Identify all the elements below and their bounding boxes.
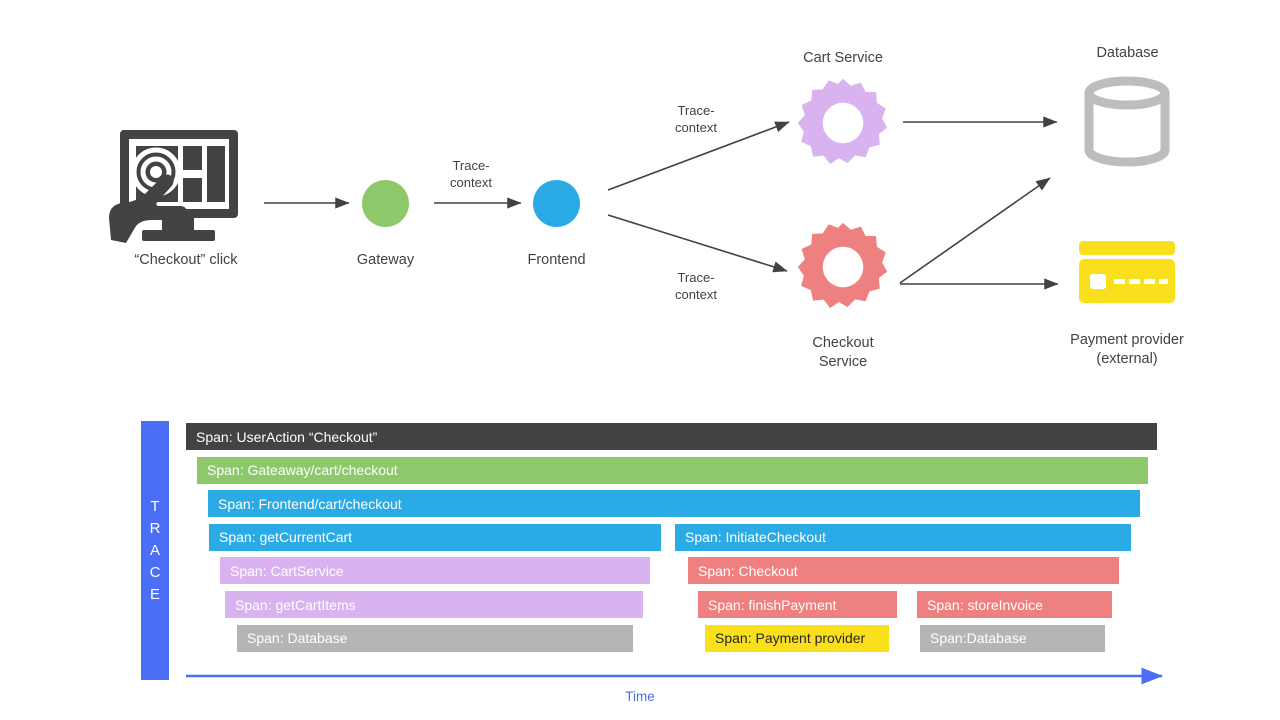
gear-icon-cart-service (797, 78, 888, 164)
span-database-right[interactable]: Span:Database (920, 624, 1105, 652)
span-finishpayment[interactable]: Span: finishPayment (698, 591, 897, 618)
edge-checkout-to-database (899, 177, 1051, 284)
trace-rail-letter-t: T (150, 497, 160, 515)
span-useraction[interactable]: Span: UserAction “Checkout” (186, 423, 1157, 450)
span-getcurrentcart[interactable]: Span: getCurrentCart (209, 523, 661, 551)
span-cartservice[interactable]: Span: CartService (220, 557, 650, 585)
node-label-payment-provider: Payment provider (external) (1070, 332, 1184, 367)
gear-icon-checkout-service (797, 222, 888, 308)
edge-label-frontend-to-checkout: Trace- context (675, 270, 717, 302)
span-gateway[interactable]: Span: Gateaway/cart/checkout (197, 456, 1148, 484)
monitor-touch-icon (109, 130, 238, 243)
span-database-left[interactable]: Span: Database (237, 624, 633, 652)
node-label-gateway: Gateway (356, 252, 415, 268)
span-initiatecheckout[interactable]: Span: InitiateCheckout (675, 523, 1131, 551)
node-label-user-click: “Checkout” click (134, 252, 238, 268)
trace-rail-label: T R A C E (141, 421, 169, 680)
time-axis-label: Time (625, 689, 655, 704)
node-label-cart-service: Cart Service (803, 50, 883, 66)
trace-rail-letter-r: R (149, 519, 161, 537)
span-frontend[interactable]: Span: Frontend/cart/checkout (208, 490, 1140, 518)
trace-rail-letter-a: A (149, 541, 160, 559)
edge-label-frontend-to-cart: Trace- context (675, 103, 717, 135)
span-checkout[interactable]: Span: Checkout (688, 557, 1119, 585)
span-storeinvoice[interactable]: Span: storeInvoice (917, 591, 1112, 618)
span-getcartitems[interactable]: Span: getCartItems (225, 591, 643, 618)
time-axis (186, 667, 1163, 685)
trace-rail-letter-c: C (149, 563, 161, 581)
edge-label-gateway-to-frontend: Trace- context (450, 158, 492, 190)
span-payment-provider[interactable]: Span: Payment provider (705, 624, 889, 652)
trace-waterfall-section: T R A C E Span: UserAction “Checkout” Spa… (0, 404, 1280, 720)
node-label-database: Database (1096, 45, 1159, 61)
node-label-frontend: Frontend (527, 252, 586, 268)
edge-frontend-to-checkout (607, 214, 788, 273)
node-label-checkout-service: Checkout Service (812, 335, 874, 370)
circle-node-icon-gateway (362, 180, 409, 227)
credit-card-icon (1079, 241, 1175, 303)
database-cylinder-icon (1084, 76, 1170, 167)
trace-rail-letter-e: E (149, 585, 160, 603)
circle-node-icon-frontend (533, 180, 580, 227)
